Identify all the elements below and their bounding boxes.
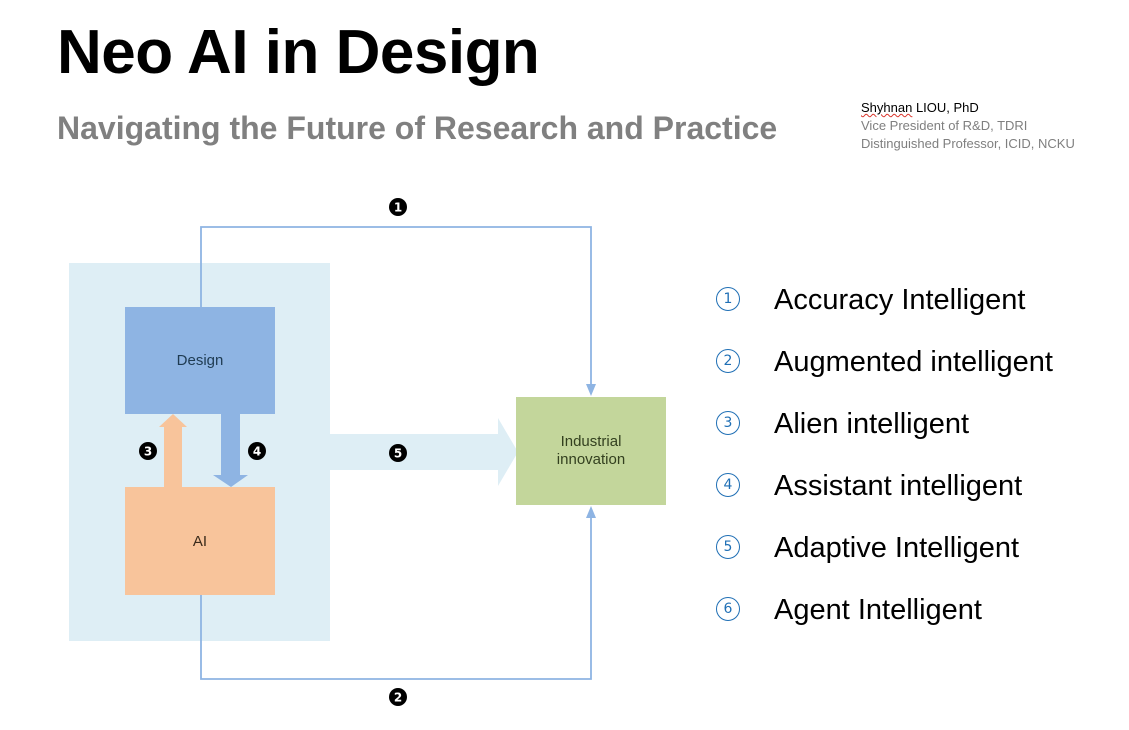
author-block: Shyhnan LIOU, PhD Vice President of R&D,… — [861, 99, 1075, 153]
connector-2-arrowhead — [586, 506, 596, 518]
svg-text:4: 4 — [253, 445, 261, 459]
ai-box — [125, 487, 275, 595]
number-1-icon: 1 — [716, 287, 740, 311]
author-role-1: Vice President of R&D, TDRI — [861, 118, 1028, 133]
list-item-label: Adaptive Intelligent — [774, 532, 1020, 564]
author-name: Shyhnan LIOU, PhD — [861, 99, 1075, 117]
marker-2: 2 — [389, 688, 407, 706]
list-item-label: Agent Intelligent — [774, 594, 982, 626]
number-2-icon: 2 — [716, 349, 740, 373]
number-3-icon: 3 — [716, 411, 740, 435]
marker-1: 1 — [389, 198, 407, 216]
list-item-label: Alien intelligent — [774, 408, 970, 440]
svg-text:5: 5 — [394, 447, 402, 461]
connector-line-2 — [200, 514, 592, 680]
svg-text:2: 2 — [394, 691, 402, 705]
connector-1-arrowhead — [586, 384, 596, 396]
author-role-2: Distinguished Professor, ICID, NCKU — [861, 136, 1075, 151]
number-4-icon: 4 — [716, 473, 740, 497]
down-arrow-4 — [213, 414, 248, 487]
big-arrow-5 — [330, 418, 518, 486]
marker-3: 3 — [139, 442, 157, 460]
slide-subtitle: Navigating the Future of Research and Pr… — [57, 110, 778, 146]
svg-text:3: 3 — [144, 445, 152, 459]
connector-line-1 — [200, 226, 592, 388]
ai-label: AI — [193, 533, 207, 550]
number-5-icon: 5 — [716, 535, 740, 559]
svg-text:1: 1 — [394, 201, 402, 215]
industrial-label-line1: Industrial — [561, 433, 622, 450]
list-item-label: Accuracy Intelligent — [774, 284, 1026, 316]
design-box — [125, 307, 275, 414]
slide-title: Neo AI in Design — [57, 18, 540, 87]
marker-4: 4 — [248, 442, 266, 460]
author-surname: Shyhnan — [861, 100, 913, 115]
list-item-label: Assistant intelligent — [774, 470, 1023, 502]
marker-5: 5 — [389, 444, 407, 462]
number-6-icon: 6 — [716, 597, 740, 621]
industrial-innovation-box — [516, 397, 666, 505]
author-name-rest: LIOU, PhD — [912, 100, 979, 115]
industrial-label-line2: innovation — [557, 451, 625, 468]
list-item-label: Augmented intelligent — [774, 346, 1053, 378]
design-label: Design — [177, 352, 224, 369]
up-arrow-3 — [159, 414, 187, 487]
